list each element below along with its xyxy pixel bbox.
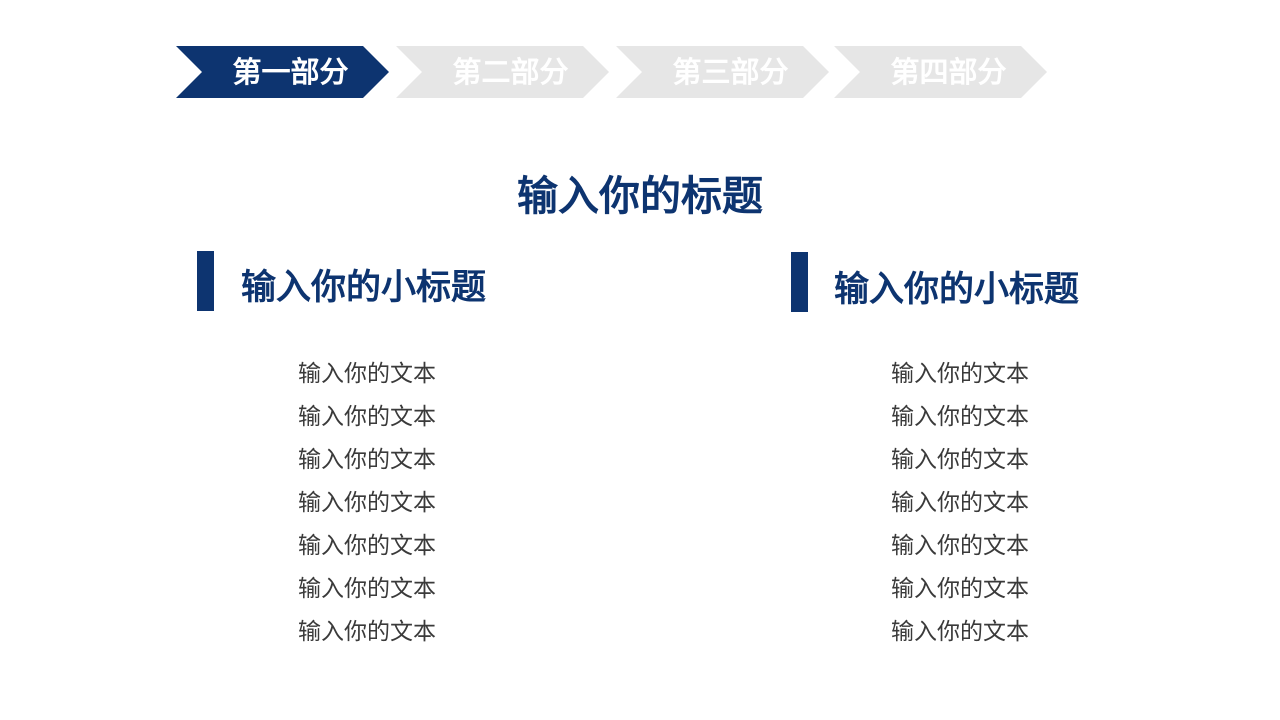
step-3-label: 第三部分 (672, 55, 789, 89)
list-item: 输入你的文本 (891, 447, 1029, 473)
chevron-shape-icon (834, 46, 1047, 98)
list-item: 输入你的文本 (298, 490, 436, 516)
list-item: 输入你的文本 (891, 576, 1029, 602)
chevron-shape-icon (616, 46, 829, 98)
step-4-chevron[interactable]: 第四部分 (834, 46, 1047, 98)
list-item: 输入你的文本 (891, 490, 1029, 516)
step-2-label: 第二部分 (452, 55, 569, 89)
page-title: 输入你的标题 (517, 172, 763, 220)
chevron-shape-icon (396, 46, 609, 98)
list-item: 输入你的文本 (298, 361, 436, 387)
step-1-chevron[interactable]: 第一部分 (176, 46, 389, 98)
chevron-shape-icon (176, 46, 389, 98)
step-4-label: 第四部分 (890, 55, 1007, 89)
step-1-label: 第一部分 (232, 55, 349, 89)
left-subtitle: 输入你的小标题 (241, 268, 487, 308)
list-item: 输入你的文本 (298, 447, 436, 473)
right-text-list: 输入你的文本 输入你的文本 输入你的文本 输入你的文本 输入你的文本 输入你的文… (891, 356, 1029, 657)
list-item: 输入你的文本 (891, 361, 1029, 387)
left-text-list: 输入你的文本 输入你的文本 输入你的文本 输入你的文本 输入你的文本 输入你的文… (298, 356, 436, 657)
step-3-chevron[interactable]: 第三部分 (616, 46, 829, 98)
list-item: 输入你的文本 (298, 404, 436, 430)
list-item: 输入你的文本 (891, 533, 1029, 559)
subtitle-accent-bar (791, 252, 808, 312)
list-item: 输入你的文本 (891, 404, 1029, 430)
list-item: 输入你的文本 (298, 533, 436, 559)
subtitle-accent-bar (197, 251, 214, 311)
list-item: 输入你的文本 (891, 619, 1029, 645)
list-item: 输入你的文本 (298, 576, 436, 602)
right-subtitle: 输入你的小标题 (834, 270, 1080, 310)
step-2-chevron[interactable]: 第二部分 (396, 46, 609, 98)
list-item: 输入你的文本 (298, 619, 436, 645)
